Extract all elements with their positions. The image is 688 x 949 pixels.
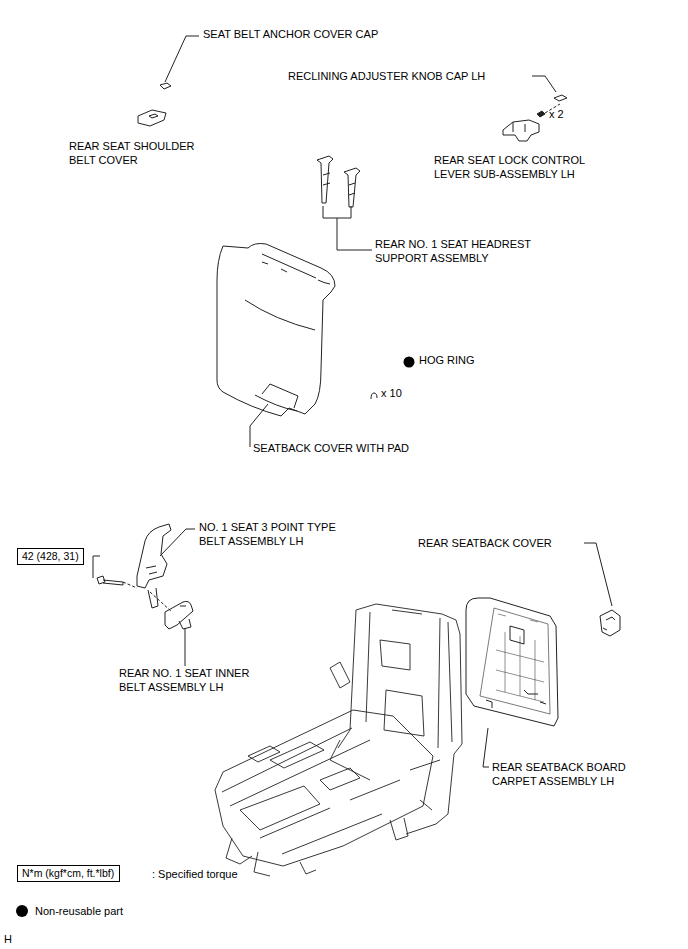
part-label: RECLINING ADJUSTER KNOB CAP LH: [288, 69, 485, 83]
non-reusable-mark: [404, 357, 415, 368]
part-label: NO. 1 SEAT 3 POINT TYPE BELT ASSEMBLY LH: [199, 520, 361, 548]
part-label: REAR SEAT SHOULDER BELT COVER: [69, 139, 224, 167]
knob-cap: [554, 95, 567, 101]
seatback-cover: [600, 610, 620, 636]
part-label: REAR SEATBACK COVER: [418, 536, 552, 550]
box-text: N*m (kgf*cm, ft.*lbf): [22, 867, 119, 880]
part-label: REAR SEATBACK BOARD CARPET ASSEMBLY LH: [492, 760, 652, 788]
legend-swatch: [16, 905, 28, 917]
torque-unit-box: N*m (kgf*cm, ft.*lbf): [17, 865, 120, 882]
lock-lever: [503, 120, 539, 141]
part-label: x 2: [549, 107, 564, 121]
part-label: : Specified torque: [152, 867, 238, 881]
part-label: REAR NO. 1 SEAT INNER BELT ASSEMBLY LH: [119, 666, 277, 694]
box-text: 42 (428, 31): [22, 550, 83, 563]
board-carpet: [466, 598, 558, 726]
torque-box: 42 (428, 31): [17, 548, 84, 565]
legend-row: Non-reusable part: [16, 905, 123, 917]
hog-ring: [371, 393, 377, 399]
seat-frame: [215, 604, 462, 876]
part-label: x 10: [381, 386, 402, 400]
legend-text: Non-reusable part: [35, 905, 123, 917]
cover-cap: [160, 83, 171, 89]
part-label: H: [4, 932, 12, 946]
belt-assembly: [137, 524, 171, 608]
part-label: SEAT BELT ANCHOR COVER CAP: [203, 27, 378, 41]
part-label: REAR SEAT LOCK CONTROL LEVER SUB-ASSEMBL…: [434, 153, 612, 181]
screw: [537, 111, 545, 117]
bolt: [97, 576, 123, 585]
buckle: [165, 601, 193, 629]
part-label: HOG RING: [419, 353, 475, 367]
seatback-pad: [217, 244, 335, 417]
part-label: REAR NO. 1 SEAT HEADREST SUPPORT ASSEMBL…: [375, 237, 560, 265]
shoulder-belt-cover: [138, 110, 166, 126]
headrest-support: [317, 156, 360, 207]
part-label: SEATBACK COVER WITH PAD: [253, 441, 409, 455]
